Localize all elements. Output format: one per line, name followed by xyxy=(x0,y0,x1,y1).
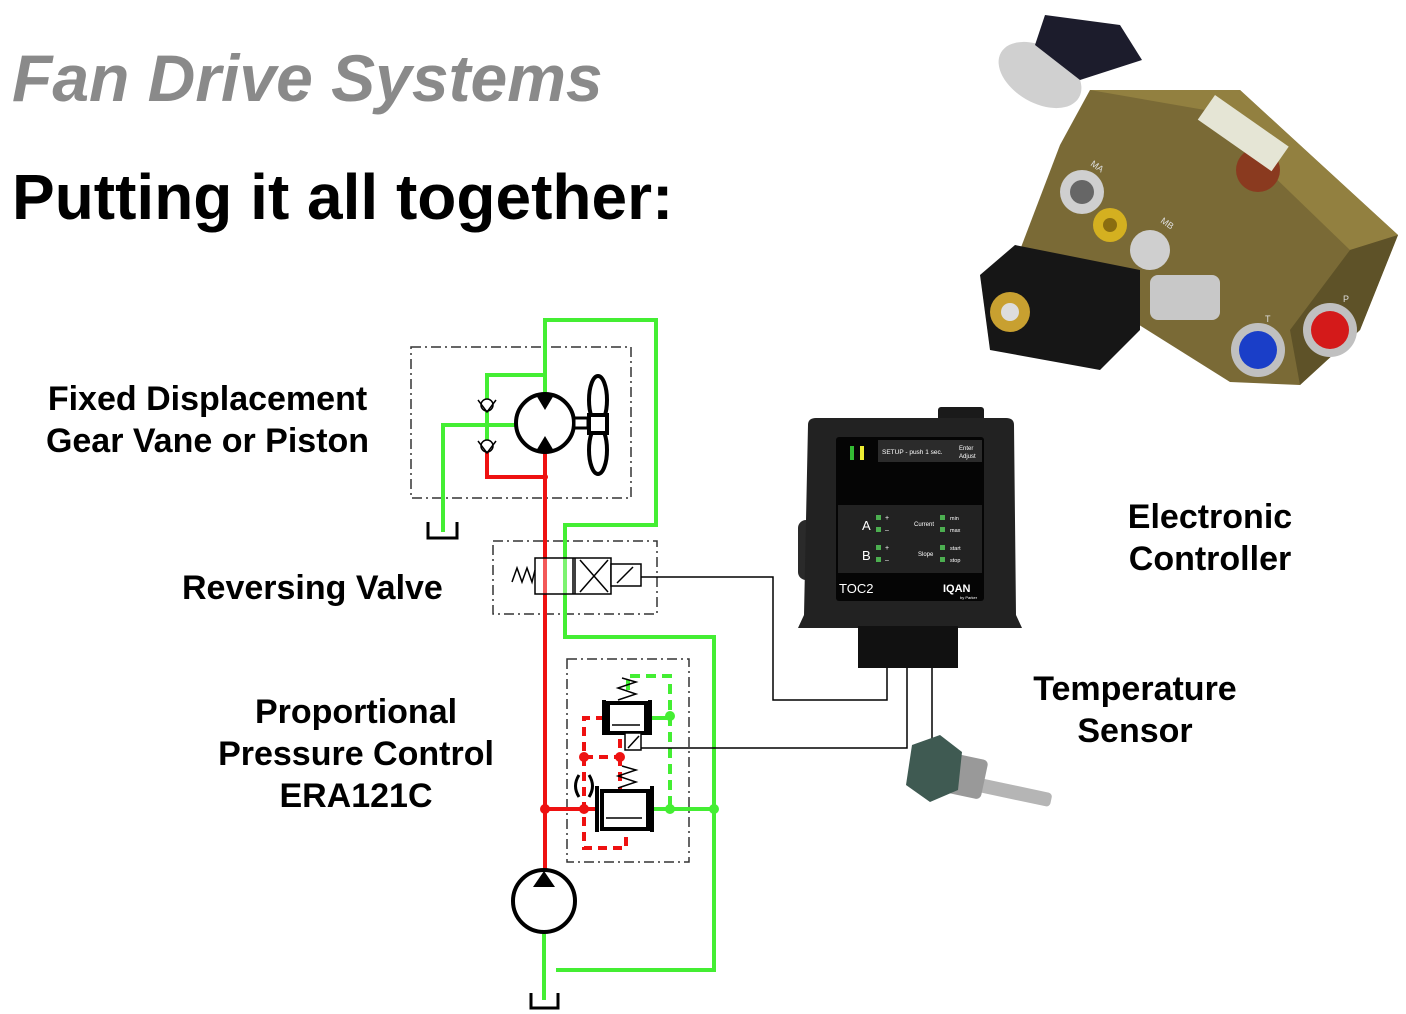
sensor-label: Temperature Sensor xyxy=(1025,668,1245,752)
pressure-control-label: Proportional Pressure Control ERA121C xyxy=(200,691,512,817)
ppc-enclosure xyxy=(566,658,690,863)
b-minus: – xyxy=(885,557,889,564)
fan-icon xyxy=(587,374,609,476)
setup-text: SETUP - push 1 sec. xyxy=(882,449,943,456)
controller-label-line2: Controller xyxy=(1128,540,1292,578)
valve-block: MA MB T P xyxy=(980,15,1398,385)
reversing-valve-label: Reversing Valve xyxy=(182,569,443,607)
sensor-label-line1: Temperature xyxy=(1033,670,1237,708)
start-text: start xyxy=(950,546,961,552)
tank-icon xyxy=(426,522,459,540)
controller-label-line1: Electronic xyxy=(1127,498,1293,536)
enter-text: Enter xyxy=(959,446,973,452)
pilot-drain-line xyxy=(626,674,672,809)
brand-logo: IQAN xyxy=(943,583,971,595)
port-p: P xyxy=(1343,294,1349,304)
stop-text: stop xyxy=(950,558,960,564)
channel-b: B xyxy=(862,548,871,563)
return-lines xyxy=(441,318,716,1000)
motor-label-line2: Gear Vane or Piston xyxy=(45,422,370,460)
slide-subtitle: Putting it all together: xyxy=(12,161,674,233)
pilot-line xyxy=(582,716,628,850)
motor-symbol xyxy=(514,392,590,454)
motor-label: Fixed Displacement Gear Vane or Piston xyxy=(30,378,385,462)
min-text: min xyxy=(950,516,959,522)
tank-icon xyxy=(529,993,560,1010)
port-t: T xyxy=(1265,314,1271,324)
motor-enclosure xyxy=(410,346,632,499)
slope-text: Slope xyxy=(918,552,934,558)
motor-label-line1: Fixed Displacement xyxy=(47,380,368,418)
electronic-controller: SETUP - push 1 sec. Enter Adjust A B + –… xyxy=(798,407,1022,668)
max-text: max xyxy=(950,528,961,534)
b-plus: + xyxy=(885,545,889,552)
ppc-label-line2: Pressure Control xyxy=(218,735,494,773)
a-plus: + xyxy=(885,515,889,522)
adjust-text: Adjust xyxy=(959,454,976,460)
ppc-label-line3: ERA121C xyxy=(279,777,433,815)
a-minus: – xyxy=(885,527,889,534)
check-valves xyxy=(477,398,497,455)
slide-title: Fan Drive Systems xyxy=(12,41,603,115)
ppc-label-line1: Proportional xyxy=(254,693,458,731)
controller-label: Electronic Controller xyxy=(1110,496,1310,580)
temperature-sensor xyxy=(906,735,1052,807)
channel-a: A xyxy=(862,518,871,533)
ppc-symbol xyxy=(574,668,908,832)
sensor-label-line2: Sensor xyxy=(1077,712,1193,750)
brand-sub: by Parker xyxy=(960,595,978,600)
model-text: TOC2 xyxy=(839,581,873,596)
pump-symbol xyxy=(511,868,577,934)
current-text: Current xyxy=(914,522,934,528)
reversing-valve-symbol xyxy=(511,557,888,701)
